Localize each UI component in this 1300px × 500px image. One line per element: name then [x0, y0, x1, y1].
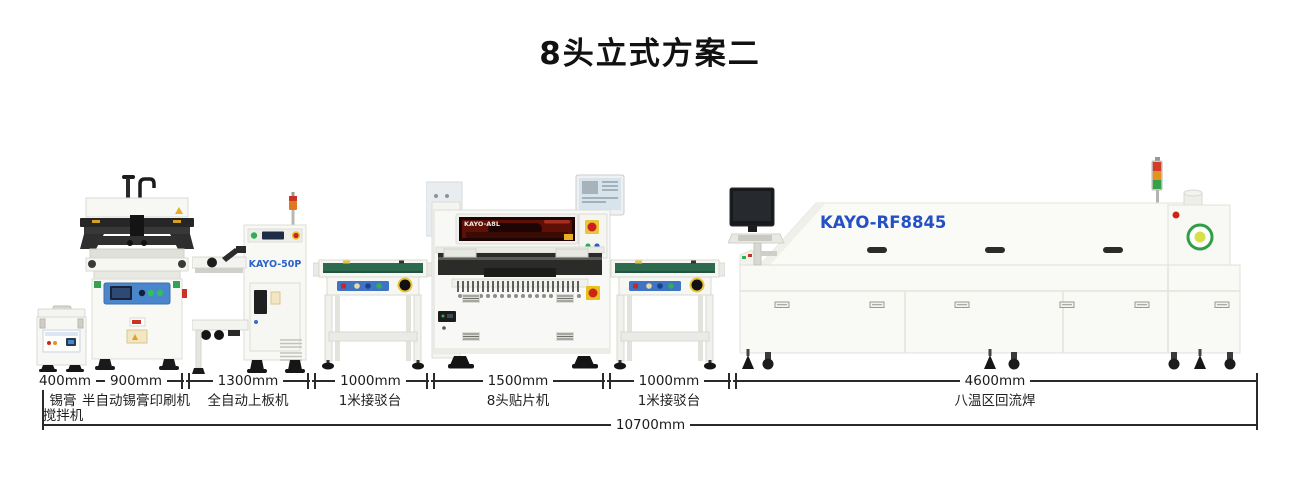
dim-size: 4600mm — [959, 372, 1031, 390]
door-handle — [774, 301, 1230, 308]
hood-handle — [1103, 247, 1123, 253]
dim-segment-mixer: 400mm — [33, 372, 97, 390]
solder-paste-printer-image — [80, 175, 194, 370]
machine-label-printer: 半自动锡膏印刷机 — [82, 393, 190, 409]
warning-triangle-icon — [175, 207, 183, 214]
total-dimension: 10700mm — [610, 416, 691, 434]
dim-segment-mounter: 1500mm — [430, 372, 606, 390]
mounter-monitor — [575, 174, 625, 216]
dim-segment-conveyor-2: 1000mm — [606, 372, 732, 390]
latch-right — [77, 318, 84, 329]
reflow-oven-image: KAYO-RF8845 — [728, 157, 1241, 370]
estop-button — [293, 232, 299, 239]
conveyor-knob — [691, 279, 703, 291]
dim-size: 1000mm — [633, 372, 705, 390]
conveyor-belt — [323, 263, 423, 271]
loader-display — [262, 231, 284, 240]
oven-model-label: KAYO-RF8845 — [820, 213, 946, 232]
oven-feet — [742, 349, 1236, 370]
conveyor-knob — [399, 279, 411, 291]
signal-light-icon — [289, 196, 297, 201]
machine-label-loader: 全自动上板机 — [207, 393, 289, 409]
vent-grille — [280, 339, 302, 361]
conveyor-1-image — [313, 259, 433, 370]
page-title: 8头立式方案二 — [539, 36, 761, 72]
dim-size: 1000mm — [335, 372, 406, 390]
vent-grille — [462, 294, 574, 341]
solder-paste-mixer-image — [36, 305, 87, 372]
oven-monitor-station — [728, 187, 785, 266]
board-loader-image: KAYO-50P — [192, 192, 307, 374]
loader-model-label: KAYO-50P — [249, 259, 302, 270]
machine-label-conveyor-2: 1米接驳台 — [637, 393, 701, 409]
mounter-window: KAYO-A8L — [459, 217, 575, 241]
dim-segment-loader: 1300mm — [185, 372, 311, 390]
estop-button — [1172, 211, 1180, 219]
pick-and-place-image: KAYO-A8L — [426, 174, 625, 369]
loader-rail-upper — [192, 256, 247, 269]
hood-handle — [985, 247, 1005, 253]
conveyor-belt — [615, 263, 715, 271]
machine-label-mixer: 锡膏 搅拌机 — [42, 393, 84, 424]
keyboard — [738, 235, 772, 241]
dimension-endbar-right — [1256, 373, 1258, 430]
feeder-bank — [457, 281, 579, 292]
signal-tower-icon — [1151, 160, 1163, 191]
machine-label-oven: 八温区回流焊 — [954, 393, 1036, 409]
dim-segment-oven: 4600mm — [732, 372, 1258, 390]
latch-left — [39, 318, 46, 329]
warning-label — [126, 329, 148, 344]
machine-label-conveyor-1: 1米接驳台 — [338, 393, 402, 409]
estop-button — [587, 222, 597, 232]
dim-size: 1300mm — [212, 372, 284, 390]
dim-segment-conveyor-1: 1000mm — [311, 372, 430, 390]
oven-body — [739, 264, 1241, 354]
dim-segment-printer: 900mm — [87, 372, 185, 390]
dim-size: 1500mm — [482, 372, 554, 390]
loader-rail-lower — [192, 319, 249, 331]
mounter-model-label: KAYO-A8L — [464, 220, 500, 228]
start-button — [250, 232, 258, 239]
dimension-endbar-left — [42, 373, 44, 430]
dim-size: 400mm — [33, 372, 97, 390]
hood-handle — [867, 247, 887, 253]
estop-button — [588, 288, 598, 298]
machine-label-mounter: 8头贴片机 — [486, 393, 550, 409]
dim-size: 900mm — [104, 372, 168, 390]
